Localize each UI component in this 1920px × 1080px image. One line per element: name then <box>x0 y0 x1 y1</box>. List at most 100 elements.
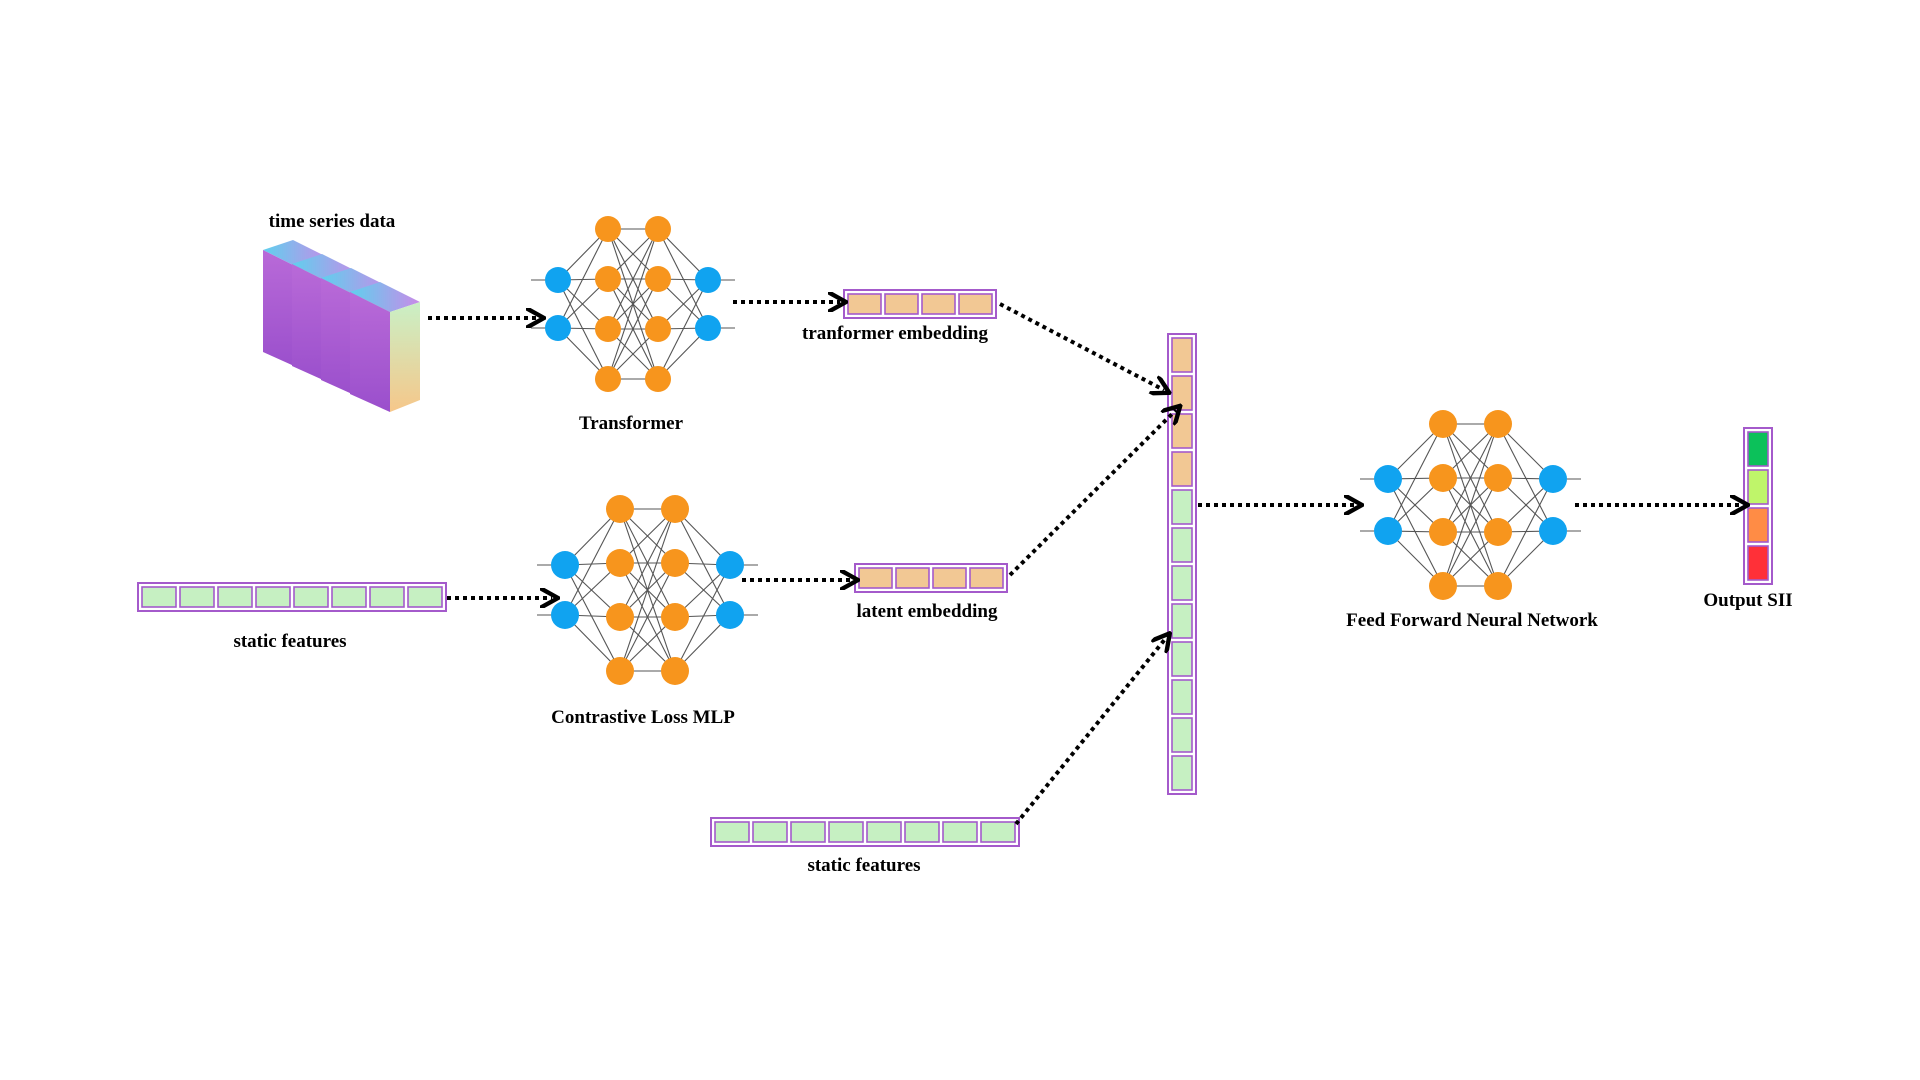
io-node <box>545 315 571 341</box>
static-features-bottom-label: static features <box>807 855 920 876</box>
slice-front <box>390 302 420 412</box>
edge <box>1442 423 1499 587</box>
feature-cell <box>828 821 864 843</box>
embedding-cell <box>884 293 919 315</box>
edge <box>657 228 709 329</box>
vector-frame <box>710 817 1020 847</box>
embedding-cell <box>969 567 1004 589</box>
hidden-node <box>1484 410 1512 438</box>
edge <box>674 508 731 616</box>
hidden-node <box>1484 572 1512 600</box>
io-node <box>695 315 721 341</box>
hidden-node <box>1429 464 1457 492</box>
feature-cell <box>1171 603 1193 639</box>
embedding-cell <box>958 293 993 315</box>
embedding-cell <box>1171 451 1193 487</box>
feature-cell <box>714 821 750 843</box>
hidden-node <box>645 316 671 342</box>
io-node <box>551 551 579 579</box>
hidden-node <box>1484 464 1512 492</box>
feature-cell <box>369 586 405 608</box>
vector-frame <box>137 582 447 612</box>
transformer-network <box>531 216 735 392</box>
feature-cell <box>179 586 215 608</box>
edge <box>607 228 659 380</box>
feature-cell <box>980 821 1016 843</box>
feature-cell <box>942 821 978 843</box>
hidden-node <box>661 603 689 631</box>
edge <box>674 564 731 672</box>
hidden-node <box>661 549 689 577</box>
feature-cell <box>1171 679 1193 715</box>
hidden-node <box>606 603 634 631</box>
feature-cell <box>1171 489 1193 525</box>
hidden-node <box>661 657 689 685</box>
feature-cell <box>1171 527 1193 563</box>
output-cell <box>1747 545 1769 581</box>
feature-cell <box>1171 641 1193 677</box>
embedding-cell <box>1171 375 1193 411</box>
feature-cell <box>1171 755 1193 791</box>
feature-cell <box>1171 565 1193 601</box>
network-edges <box>1360 423 1581 587</box>
edge <box>564 564 621 672</box>
contrastive-mlp-network <box>537 495 758 685</box>
output-cell <box>1747 431 1769 467</box>
edge <box>1387 478 1444 587</box>
edge <box>619 508 676 672</box>
embedding-cell <box>1171 337 1193 373</box>
output-sii-label: Output SII <box>1703 590 1792 611</box>
edge <box>1497 423 1554 532</box>
hidden-node <box>1429 410 1457 438</box>
static-features-label: static features <box>233 631 346 652</box>
transformer-embedding-label: tranformer embedding <box>802 323 988 344</box>
embedding-cell <box>1171 413 1193 449</box>
output-sii-vector <box>1743 427 1773 585</box>
embedding-cell <box>858 567 893 589</box>
feature-cell <box>141 586 177 608</box>
static-features-vector-bottom <box>710 817 1020 847</box>
edge <box>607 278 659 380</box>
hidden-node <box>661 495 689 523</box>
feature-cell <box>904 821 940 843</box>
embedding-cell <box>847 293 882 315</box>
flow-arrow <box>1014 638 1166 826</box>
feature-cell <box>407 586 443 608</box>
output-cell <box>1747 507 1769 543</box>
io-node <box>1374 517 1402 545</box>
feature-cell <box>790 821 826 843</box>
contrastive-mlp-label: Contrastive Loss MLP <box>551 707 735 728</box>
feature-cell <box>255 586 291 608</box>
hidden-node <box>606 495 634 523</box>
static-features-vector <box>137 582 447 612</box>
slice-side <box>350 292 390 412</box>
time-series-label: time series data <box>269 211 396 232</box>
edge <box>657 279 709 380</box>
feature-cell <box>217 586 253 608</box>
edge <box>557 279 609 380</box>
transformer-label: Transformer <box>579 413 684 434</box>
flow-arrow <box>999 302 1164 390</box>
network-edges <box>537 508 758 672</box>
time-series-slice <box>350 282 420 412</box>
hidden-node <box>1429 518 1457 546</box>
edge <box>607 228 659 330</box>
hidden-node <box>1484 518 1512 546</box>
edge <box>1497 478 1554 587</box>
edge <box>1442 477 1499 587</box>
hidden-node <box>606 549 634 577</box>
hidden-node <box>606 657 634 685</box>
hidden-node <box>1429 572 1457 600</box>
ffnn-network <box>1360 410 1581 600</box>
ffnn-label: Feed Forward Neural Network <box>1346 610 1598 631</box>
hidden-node <box>645 366 671 392</box>
io-node <box>716 551 744 579</box>
flow-arrows <box>428 302 1742 826</box>
edge <box>564 508 621 616</box>
io-node <box>1539 517 1567 545</box>
latent-embedding-label: latent embedding <box>857 601 998 622</box>
flow-arrow <box>1008 410 1176 577</box>
hidden-node <box>645 266 671 292</box>
vector-frame <box>1167 333 1197 795</box>
